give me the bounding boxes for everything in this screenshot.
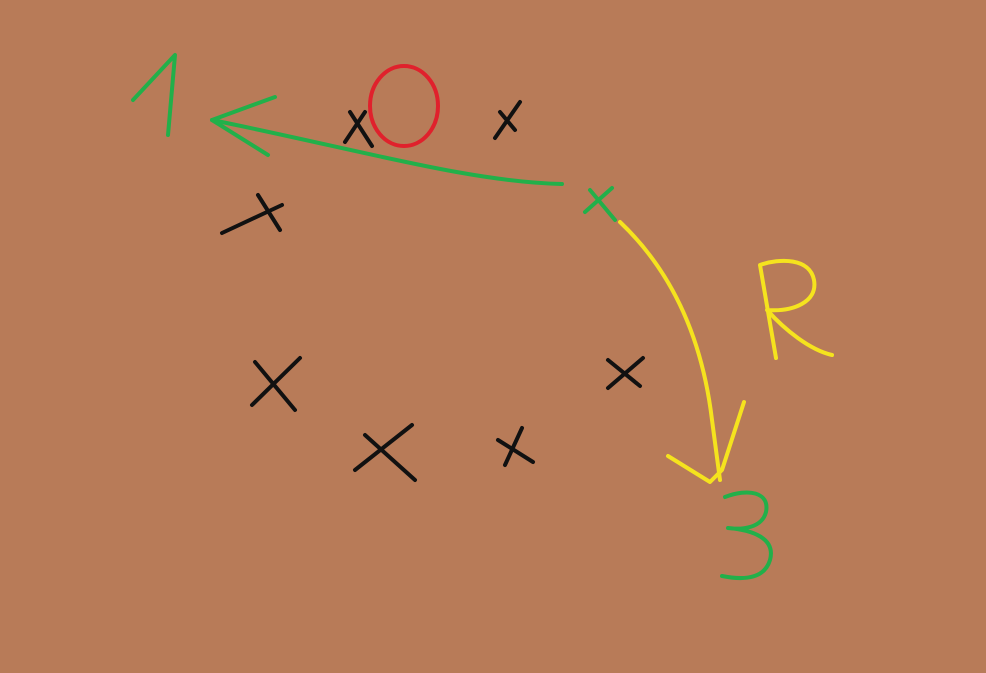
label-r: R: [785, 299, 794, 313]
target-circle: [368, 64, 440, 148]
player-x-top-left-center: [343, 110, 374, 148]
player-x-bottom-center: [496, 426, 535, 467]
label-3-glyph: [720, 490, 773, 580]
arrow-to-3-line: [618, 220, 722, 482]
player-x-bottom-left: [353, 423, 417, 482]
label-3: 3: [745, 529, 752, 543]
arrow-to-3-head: [666, 400, 746, 484]
green-x-mark: [583, 186, 617, 222]
label-1-glyph: [131, 53, 177, 137]
arrow-to-3: [618, 220, 746, 484]
arrow-to-1-line: [210, 118, 564, 186]
player-x-top-right: [493, 100, 522, 140]
arrow-to-1-head: [210, 95, 277, 157]
arrow-to-1: [210, 95, 564, 186]
player-x-right-lower: [606, 356, 645, 390]
player-x-left-lower: [250, 356, 302, 412]
player-x-left-middle: [220, 193, 284, 235]
player-x-marks: [220, 100, 645, 482]
label-1: 1: [150, 89, 157, 103]
label-r-glyph: [758, 258, 834, 360]
